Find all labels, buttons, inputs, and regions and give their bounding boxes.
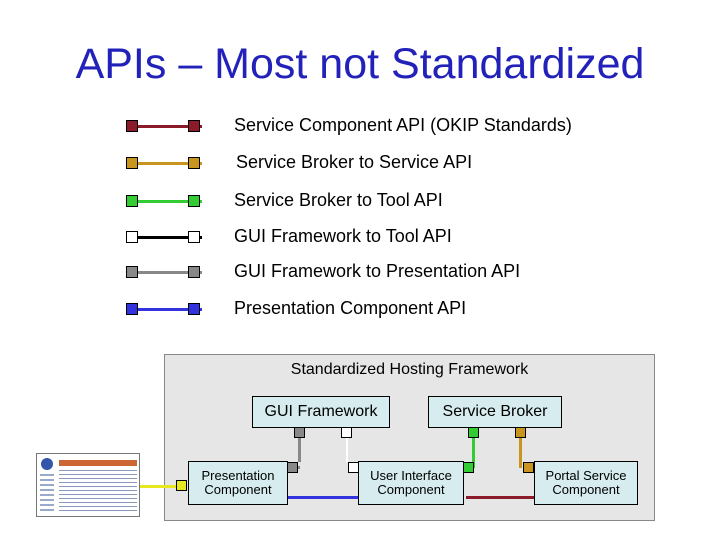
connector-red (466, 496, 536, 499)
port-presentation-yellow (176, 480, 187, 491)
legend-line (138, 200, 202, 203)
legend-label: GUI Framework to Tool API (234, 226, 452, 246)
legend-line (138, 308, 202, 311)
logo-icon (41, 458, 53, 470)
legend-square-right (188, 195, 200, 207)
port-broker-gold (515, 427, 526, 438)
service-broker-box: Service Broker (428, 396, 562, 428)
legend-square-right (188, 157, 200, 169)
port-gui-gray (294, 427, 305, 438)
legend-line (138, 271, 202, 274)
connector-black (346, 438, 348, 462)
legend-square-left (126, 303, 138, 315)
page-title: APIs – Most not Standardized (75, 40, 645, 88)
user-interface-component-box: User Interface Component (358, 461, 464, 505)
portal-screenshot-thumbnail (36, 453, 140, 517)
legend-row-presentation-component: Presentation Component API (126, 298, 686, 318)
connector-blue (288, 496, 358, 499)
thumbnail-content (59, 470, 137, 514)
connector-green-v (472, 438, 475, 468)
legend-square-right (188, 303, 200, 315)
thumbnail-nav-bar (59, 460, 137, 466)
legend-square-right (188, 231, 200, 243)
legend-label: Service Component API (OKIP Standards) (234, 115, 572, 135)
portal-service-component-box: Portal Service Component (534, 461, 638, 505)
legend-line (138, 236, 202, 239)
thumbnail-sidebar (40, 474, 54, 514)
legend-square-left (126, 120, 138, 132)
port-ui-white (348, 462, 359, 473)
port-gui-white (341, 427, 352, 438)
legend-square-left (126, 195, 138, 207)
legend-row-broker-tool: Service Broker to Tool API (126, 190, 686, 210)
legend-line (138, 162, 202, 165)
framework-title: Standardized Hosting Framework (290, 361, 529, 378)
connector-yellow (140, 485, 182, 488)
presentation-component-box: Presentation Component (188, 461, 288, 505)
legend-line (138, 125, 202, 128)
connector-gray (298, 438, 301, 462)
port-presentation-gray (287, 462, 298, 473)
legend-label: GUI Framework to Presentation API (234, 261, 521, 281)
legend-square-right (188, 266, 200, 278)
legend-row-service-component: Service Component API (OKIP Standards) (126, 115, 686, 135)
legend-square-left (126, 266, 138, 278)
legend-label: Presentation Component API (234, 298, 467, 318)
legend-square-left (126, 231, 138, 243)
legend-square-right (188, 120, 200, 132)
connector-gold-v (519, 438, 522, 468)
legend-square-left (126, 157, 138, 169)
gui-framework-box: GUI Framework (252, 396, 390, 428)
legend-label: Service Broker to Service API (236, 152, 473, 172)
legend-row-gui-tool: GUI Framework to Tool API (126, 226, 686, 246)
port-portal-gold (523, 462, 534, 473)
legend-row-broker-service: Service Broker to Service API (126, 152, 686, 172)
legend-row-gui-presentation: GUI Framework to Presentation API (126, 261, 686, 281)
port-ui-green (463, 462, 474, 473)
legend-label: Service Broker to Tool API (234, 190, 443, 210)
port-broker-green (468, 427, 479, 438)
